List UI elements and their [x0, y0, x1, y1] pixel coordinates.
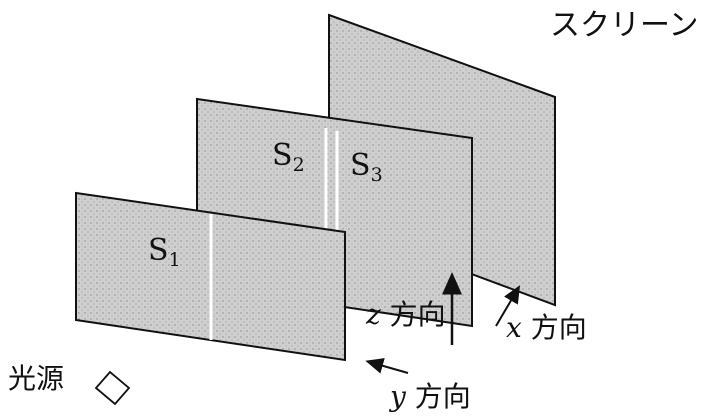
screen-label: スクリーン: [550, 8, 699, 43]
light-source-label: 光源: [8, 362, 64, 395]
slit-s2-label: S2: [272, 138, 305, 176]
light-source-icon: [94, 370, 131, 406]
y-direction-label: y 方向: [388, 380, 471, 413]
z-direction-label: z 方向: [365, 298, 446, 331]
x-direction-arrow: [495, 285, 521, 327]
slit-s3-label: S3: [350, 148, 383, 186]
y-direction-arrow: [365, 358, 409, 374]
x-direction-label: x 方向: [506, 311, 587, 344]
slit-s1-label: S1: [148, 233, 181, 271]
